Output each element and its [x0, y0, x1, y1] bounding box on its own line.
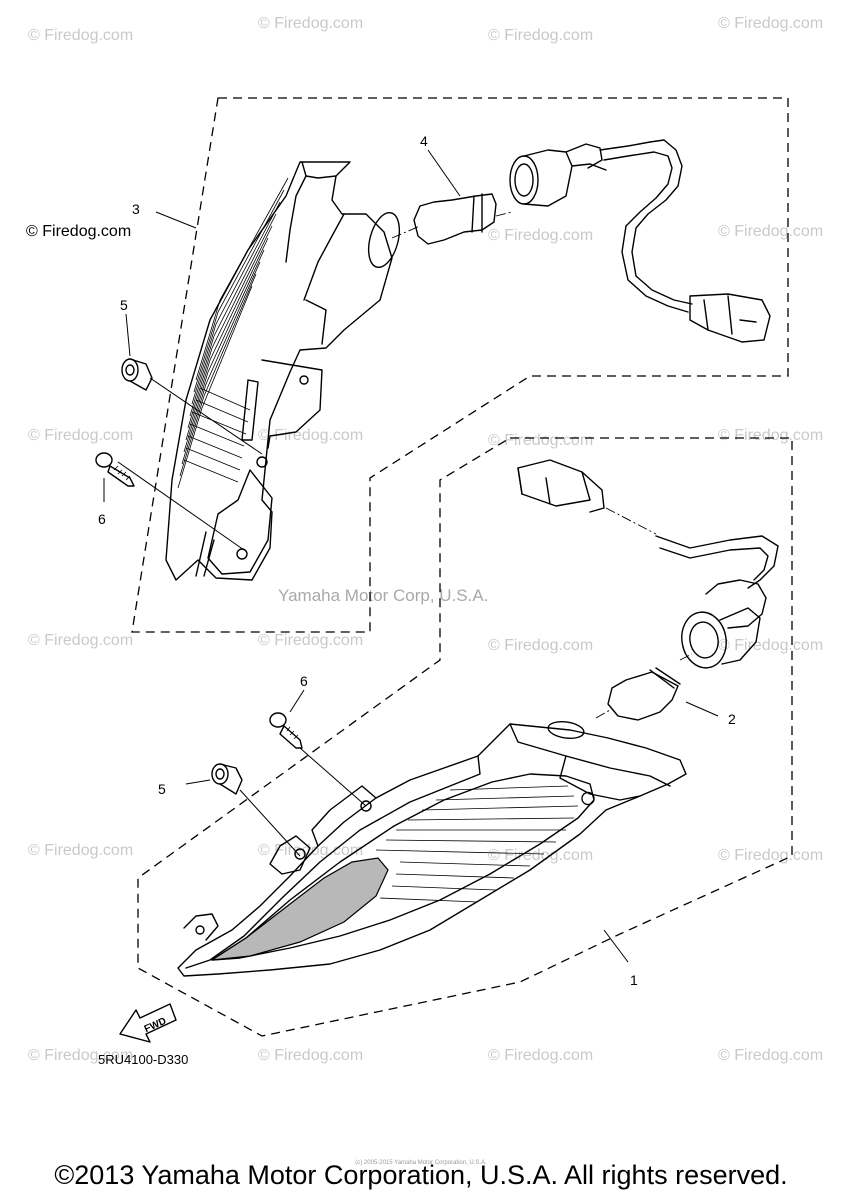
- diagram-code: 5RU4100-D330: [98, 1052, 188, 1067]
- callout-5-lower: 5: [158, 781, 166, 797]
- lower-leader-5-axis: [239, 789, 301, 857]
- upper-bulb: [413, 193, 497, 245]
- lower-assembly-boundary: [137, 437, 793, 1037]
- watermark: © Firedog.com: [488, 27, 593, 44]
- watermark: © Firedog.com: [718, 637, 823, 654]
- watermark: © Firedog.com: [488, 847, 593, 864]
- watermark: © Firedog.com: [258, 1047, 363, 1064]
- watermark: © Firedog.com: [258, 15, 363, 32]
- callout-6-lower: 6: [300, 673, 308, 689]
- watermark-layer: © Firedog.com © Firedog.com © Firedog.co…: [28, 15, 823, 1064]
- watermark: © Firedog.com: [488, 1047, 593, 1064]
- lower-center-line: [595, 709, 611, 719]
- fwd-label: FWD: [143, 1016, 168, 1035]
- upper-assembly-boundary: [131, 97, 789, 633]
- watermark: © Firedog.com: [718, 847, 823, 864]
- tiny-copyright-note: (c) 2005-2015 Yamaha Motor Corporation, …: [355, 1160, 487, 1166]
- watermark: © Firedog.com: [28, 632, 133, 649]
- callout-4: 4: [420, 133, 428, 149]
- upper-center-line: [391, 225, 421, 239]
- lower-leader-6-axis: [299, 747, 367, 807]
- lower-screw: [269, 712, 303, 749]
- upper-lens-housing: [165, 161, 401, 581]
- watermark: © Firedog.com: [28, 27, 133, 44]
- watermark: © Firedog.com: [258, 427, 363, 444]
- watermark: © Firedog.com: [718, 15, 823, 32]
- upper-leader-6-axis: [117, 461, 245, 551]
- watermark: © Firedog.com: [718, 427, 823, 444]
- lower-grommet: [211, 763, 243, 795]
- watermark: © Firedog.com: [718, 1047, 823, 1064]
- copyright-footer: ©2013 Yamaha Motor Corporation, U.S.A. A…: [54, 1160, 788, 1190]
- lower-center-line: [679, 653, 693, 661]
- watermark: © Firedog.com: [488, 637, 593, 654]
- watermark: © Firedog.com: [258, 632, 363, 649]
- lower-lens-housing: [177, 720, 687, 977]
- upper-socket-harness: [509, 139, 771, 343]
- callout-1: 1: [630, 972, 638, 988]
- center-watermark: Yamaha Motor Corp, U.S.A.: [278, 586, 488, 605]
- lower-center-line: [605, 507, 657, 535]
- watermark: © Firedog.com: [718, 223, 823, 240]
- callout-6-upper: 6: [98, 511, 106, 527]
- watermark: © Firedog.com: [488, 432, 593, 449]
- callout-5-upper: 5: [120, 297, 128, 313]
- watermark-dark: © Firedog.com: [26, 223, 131, 240]
- watermark: © Firedog.com: [28, 1047, 133, 1064]
- watermark: © Firedog.com: [258, 842, 363, 859]
- lower-bulb: [607, 667, 681, 721]
- watermark: © Firedog.com: [28, 842, 133, 859]
- lower-socket-harness: [655, 535, 779, 669]
- watermark: © Firedog.com: [488, 227, 593, 244]
- callout-3: 3: [132, 201, 140, 217]
- upper-leader-5-axis: [149, 377, 263, 455]
- fwd-arrow-icon: FWD: [119, 1003, 177, 1043]
- watermark: © Firedog.com: [28, 427, 133, 444]
- lower-connector: [517, 459, 605, 513]
- upper-screw: [95, 452, 135, 487]
- upper-grommet: [121, 358, 153, 391]
- callout-2: 2: [728, 711, 736, 727]
- callout-leaders: [103, 149, 719, 963]
- upper-center-line: [495, 211, 513, 217]
